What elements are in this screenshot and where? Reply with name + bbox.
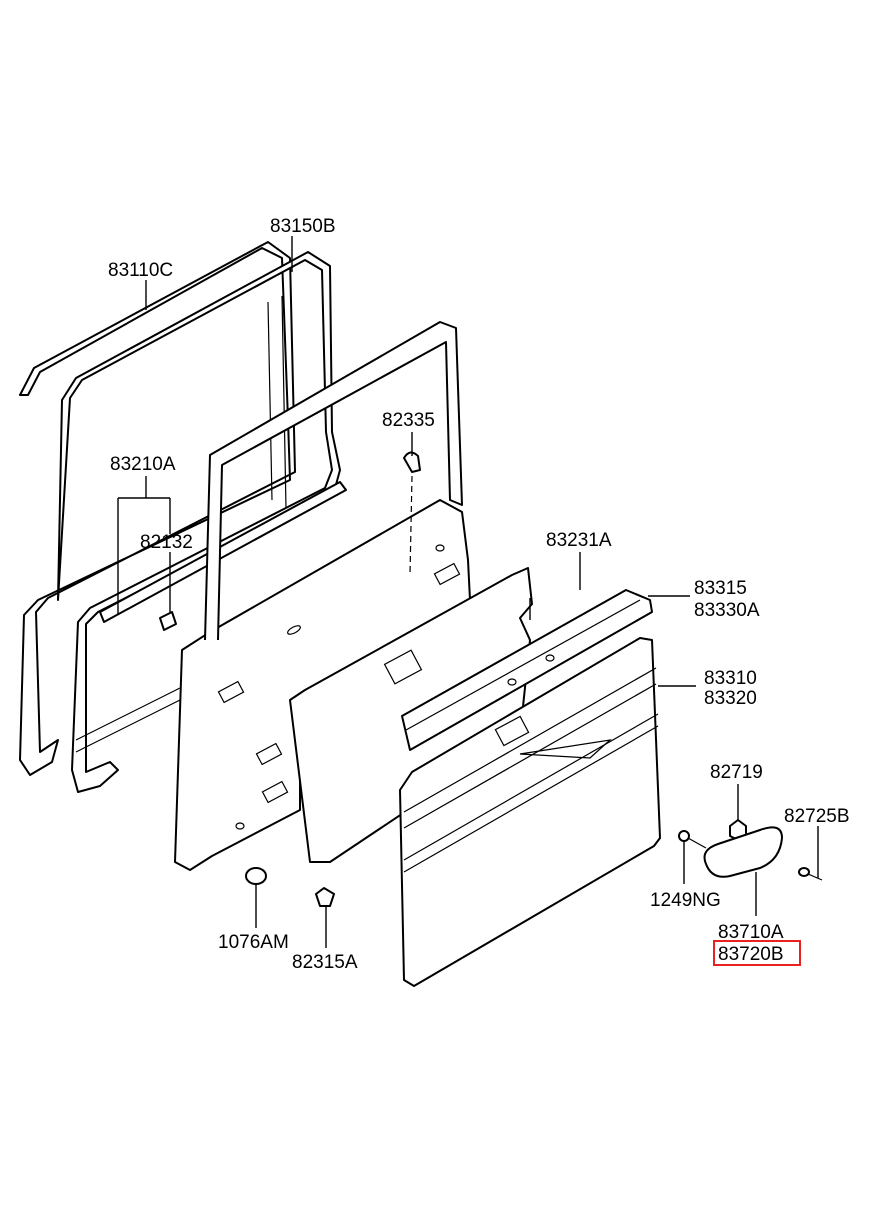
label-83110C[interactable]: 83110C [108,260,173,281]
plug-1076AM[interactable] [245,867,267,885]
label-83720B[interactable]: 83720B [718,944,784,965]
label-82132[interactable]: 82132 [140,532,193,553]
label-83150B[interactable]: 83150B [270,216,336,237]
run-channel[interactable] [99,481,347,631]
label-82725B[interactable]: 82725B [784,806,850,827]
label-83231A[interactable]: 83231A [546,530,612,551]
label-83210A[interactable]: 83210A [110,454,176,475]
clip-82335[interactable] [403,451,421,576]
door-trim-panel[interactable] [399,637,661,987]
label-1249NG[interactable]: 1249NG [650,890,721,911]
label-82315A[interactable]: 82315A [292,952,358,973]
armrest-handle[interactable] [703,826,783,878]
label-82335[interactable]: 82335 [382,410,435,431]
garnish-strip[interactable] [401,589,653,751]
weatherstrip-outer[interactable] [19,241,296,776]
label-83330A[interactable]: 83330A [694,600,760,621]
leader-lines [117,236,819,948]
part-labels: 83110C 83150B 82335 83210A 82132 83231A … [108,216,850,973]
clip-82315A[interactable] [315,887,335,907]
screw-1249NG[interactable] [678,830,707,849]
label-83310[interactable]: 83310 [704,668,757,689]
screw-82725B[interactable] [798,867,823,881]
label-82719[interactable]: 82719 [710,762,763,783]
label-83320[interactable]: 83320 [704,688,757,709]
highlight-box [713,940,801,966]
label-83710A[interactable]: 83710A [718,922,784,943]
label-1076AM[interactable]: 1076AM [218,932,289,953]
label-83315[interactable]: 83315 [694,578,747,599]
door-frame-inner[interactable] [57,251,341,793]
